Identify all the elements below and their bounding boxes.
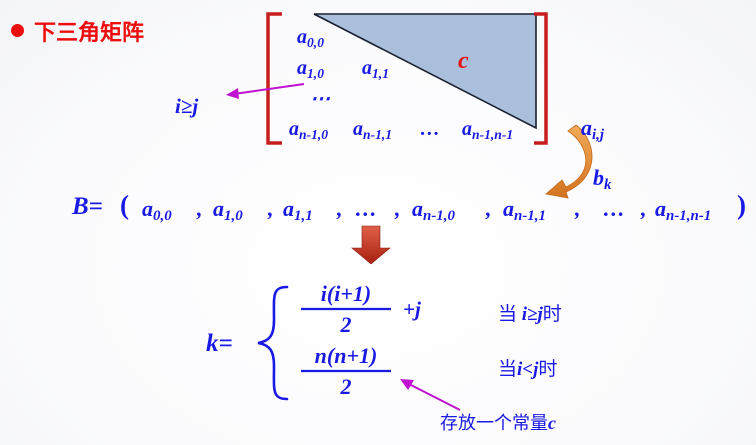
cases-brace bbox=[257, 285, 289, 401]
mapping-source-aij: ai,j bbox=[581, 115, 605, 144]
sequence-sep: , bbox=[268, 196, 274, 221]
sequence-ellipsis: … bbox=[355, 196, 377, 221]
case2-denominator: 2 bbox=[340, 374, 352, 399]
mapping-curve-arrow bbox=[545, 124, 593, 199]
sequence-sep: , bbox=[641, 196, 647, 221]
down-arrow bbox=[351, 225, 391, 265]
sequence-sep: , bbox=[486, 196, 492, 221]
case1-denominator: 2 bbox=[340, 312, 352, 337]
mapping-target-bk: bk bbox=[593, 165, 612, 194]
matrix-entry-an10: an-1,0 bbox=[289, 118, 329, 142]
sequence-sep: , bbox=[337, 196, 343, 221]
slide-title: 下三角矩阵 bbox=[34, 21, 145, 46]
matrix-entry-an11: an-1,1 bbox=[353, 118, 393, 142]
sequence-open-paren: ( bbox=[120, 190, 129, 220]
sequence-item-a00: a0,0 bbox=[142, 196, 172, 225]
sequence-item-a11: a1,1 bbox=[283, 196, 313, 225]
formula-lhs: k= bbox=[206, 330, 233, 357]
matrix-row-dots: … bbox=[420, 118, 440, 140]
case1-numerator: i(i+1) bbox=[320, 281, 372, 306]
sequence-item-a10: a1,0 bbox=[213, 196, 243, 225]
sequence-item-an1n1: an-1,n-1 bbox=[655, 196, 712, 225]
case1-extra-term: +j bbox=[403, 297, 421, 321]
title-bullet bbox=[11, 24, 24, 37]
sequence-item-an11: an-1,1 bbox=[503, 196, 546, 225]
lower-region-label: i≥j bbox=[175, 94, 199, 118]
case2-condition: 当i<j时 bbox=[498, 358, 558, 380]
left-bracket bbox=[266, 12, 282, 145]
note-pointer-arrow bbox=[408, 383, 461, 411]
matrix-entry-an1n1: an-1,n-1 bbox=[462, 118, 514, 142]
sequence-item-an10: an-1,0 bbox=[412, 196, 455, 225]
region-pointer-arrow bbox=[233, 83, 305, 95]
sequence-prefix: B= bbox=[72, 193, 103, 220]
constant-note: 存放一个常量c bbox=[440, 413, 556, 434]
sequence-sep: , bbox=[197, 196, 203, 221]
matrix-entry-a11: a1,1 bbox=[362, 57, 389, 81]
case2-numerator: n(n+1) bbox=[314, 343, 378, 368]
matrix-entry-a10: a1,0 bbox=[297, 57, 324, 81]
upper-triangle bbox=[313, 13, 537, 130]
case1-condition: 当 i≥j时 bbox=[498, 303, 562, 325]
matrix-vertical-dots: ⋯ bbox=[310, 88, 330, 110]
sequence-ellipsis: … bbox=[603, 196, 625, 221]
right-bracket bbox=[534, 12, 548, 145]
sequence-sep: , bbox=[395, 196, 401, 221]
sequence-close-paren: ) bbox=[737, 190, 746, 220]
sequence-sep: , bbox=[575, 196, 581, 221]
upper-constant-label: c bbox=[458, 48, 469, 74]
matrix-entry-a00: a0,0 bbox=[297, 26, 324, 50]
